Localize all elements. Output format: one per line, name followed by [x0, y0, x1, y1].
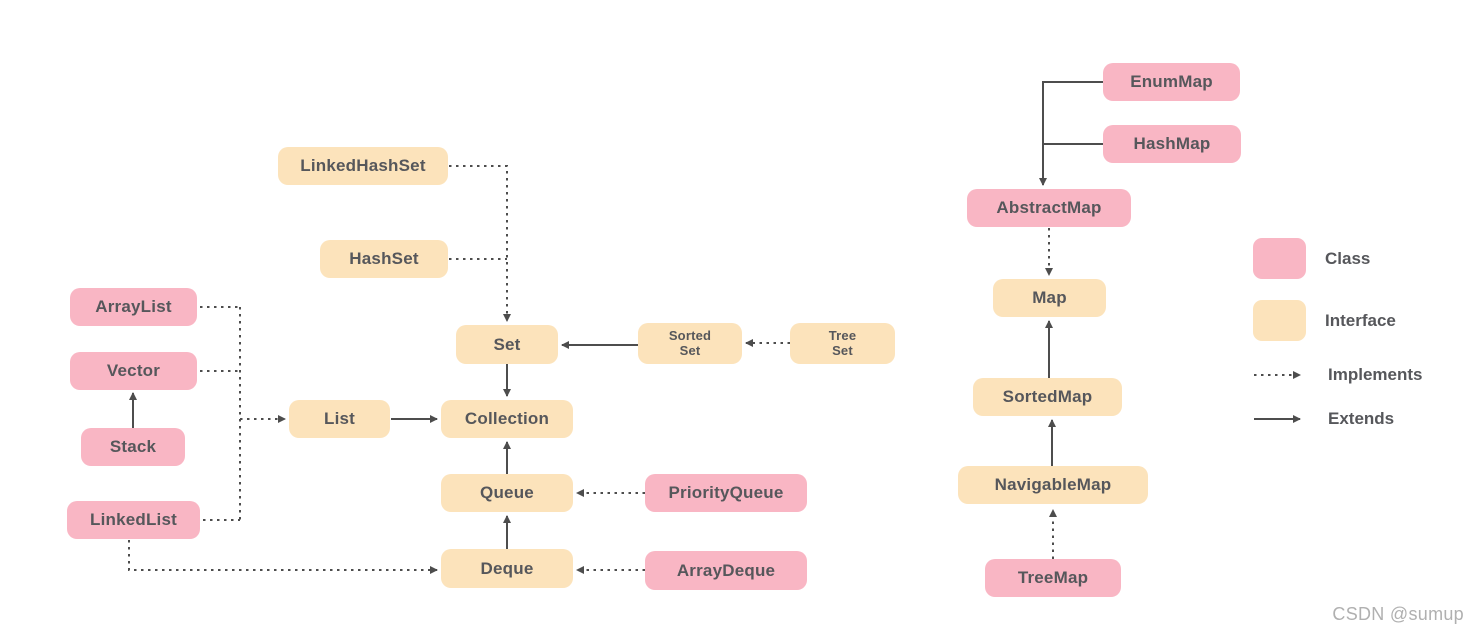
solid-arrow-icon — [1254, 415, 1301, 423]
node-hashmap: HashMap — [1103, 125, 1241, 163]
legend-label-extends: Extends — [1328, 409, 1395, 428]
node-navigablemap: NavigableMap — [958, 466, 1148, 504]
node-hashset: HashSet — [320, 240, 448, 278]
node-vector: Vector — [70, 352, 197, 390]
node-sortedmap: SortedMap — [973, 378, 1122, 416]
legend: Class Interface Implements — [1253, 238, 1463, 438]
class-swatch — [1253, 238, 1306, 279]
node-treemap: TreeMap — [985, 559, 1121, 597]
node-linkedlist: LinkedList — [67, 501, 200, 539]
legend-label-implements: Implements — [1328, 365, 1423, 384]
legend-item-interface: Interface — [1253, 300, 1396, 341]
node-queue: Queue — [441, 474, 573, 512]
node-sortedset: Sorted Set — [638, 323, 742, 364]
node-abstractmap: AbstractMap — [967, 189, 1131, 227]
watermark: CSDN @sumup — [1332, 604, 1464, 624]
node-priorityqueue: PriorityQueue — [645, 474, 807, 512]
node-arraylist: ArrayList — [70, 288, 197, 326]
interface-swatch — [1253, 300, 1306, 341]
legend-label-class: Class — [1325, 248, 1371, 268]
node-map: Map — [993, 279, 1106, 317]
edge-linkedhashset-to-set-implements — [449, 165, 511, 322]
node-linkedhashset: LinkedHashSet — [278, 147, 448, 185]
node-stack: Stack — [81, 428, 185, 466]
legend-item-class: Class — [1253, 238, 1370, 279]
node-arraydeque: ArrayDeque — [645, 551, 807, 590]
node-deque: Deque — [441, 549, 573, 588]
dotted-arrow-icon — [1254, 371, 1301, 379]
edge-linkedlist-to-deque-implements — [128, 540, 438, 574]
node-collection: Collection — [441, 400, 573, 438]
node-enummap: EnumMap — [1103, 63, 1240, 101]
edge-enummap-to-abstractmap-extends — [1039, 81, 1103, 186]
node-set: Set — [456, 325, 558, 364]
legend-label-interface: Interface — [1325, 310, 1396, 330]
node-list: List — [289, 400, 390, 438]
node-treeset: Tree Set — [790, 323, 895, 364]
legend-item-extends: Extends — [1253, 409, 1394, 429]
legend-item-implements: Implements — [1253, 365, 1422, 385]
